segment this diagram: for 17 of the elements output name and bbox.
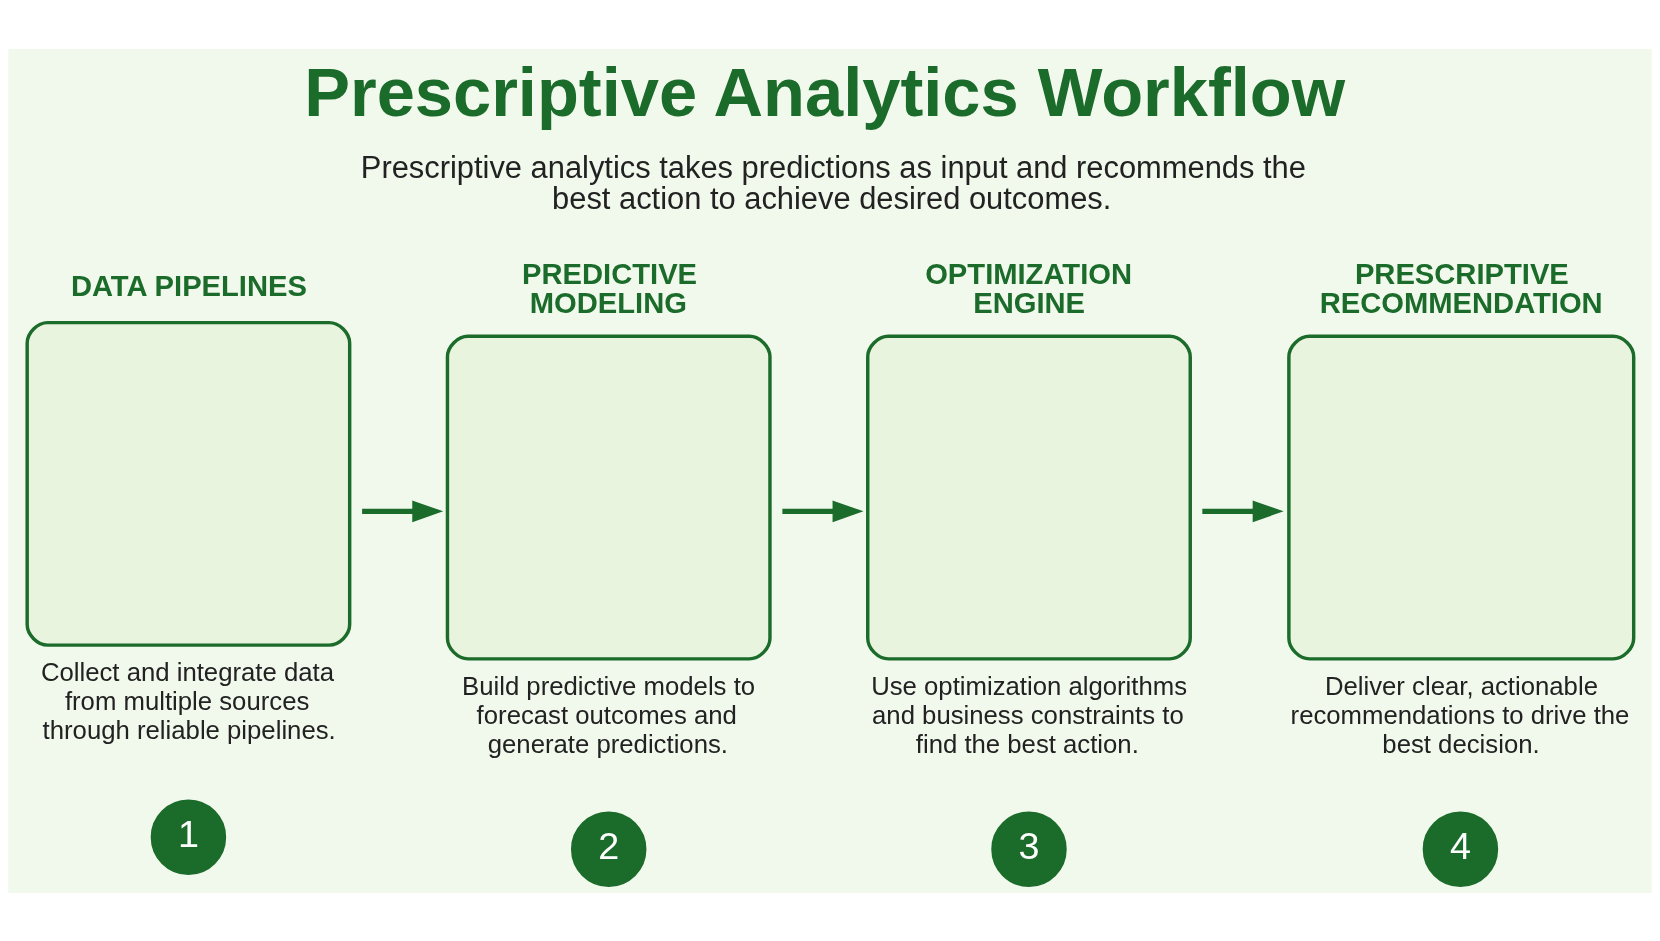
- diagram-title: Prescriptive Analytics Workflow: [304, 53, 1346, 131]
- node-circle: 2: [570, 811, 647, 887]
- node-label: Build predictive models to forecast outcomes and generate predictions.: [462, 671, 756, 758]
- node-label: PREDICTIVE MODELING: [522, 257, 698, 319]
- node-circle: 4: [1422, 811, 1499, 887]
- node-label: OPTIMIZATION ENGINE: [925, 257, 1132, 319]
- node-label: Use optimization algorithms and business constraints to find the best action.: [871, 671, 1188, 758]
- arrow: [1202, 500, 1284, 522]
- node-label: PRESCRIPTIVE RECOMMENDATION: [1319, 257, 1603, 319]
- node-circle: 1: [150, 799, 227, 875]
- arrow: [782, 500, 864, 522]
- arrow: [362, 500, 444, 522]
- node-circle: 3: [991, 811, 1067, 887]
- node-label: Deliver clear, actionable recommendations to drive the best decision.: [1290, 671, 1630, 758]
- node-label: DATA PIPELINES: [70, 269, 307, 302]
- caption: Prescriptive analytics takes predictions as input and recommends the best action to achieve desired outcomes.: [360, 149, 1306, 216]
- node-label: Collect and integrate data from multiple sources through reliable pipelines.: [40, 657, 336, 744]
